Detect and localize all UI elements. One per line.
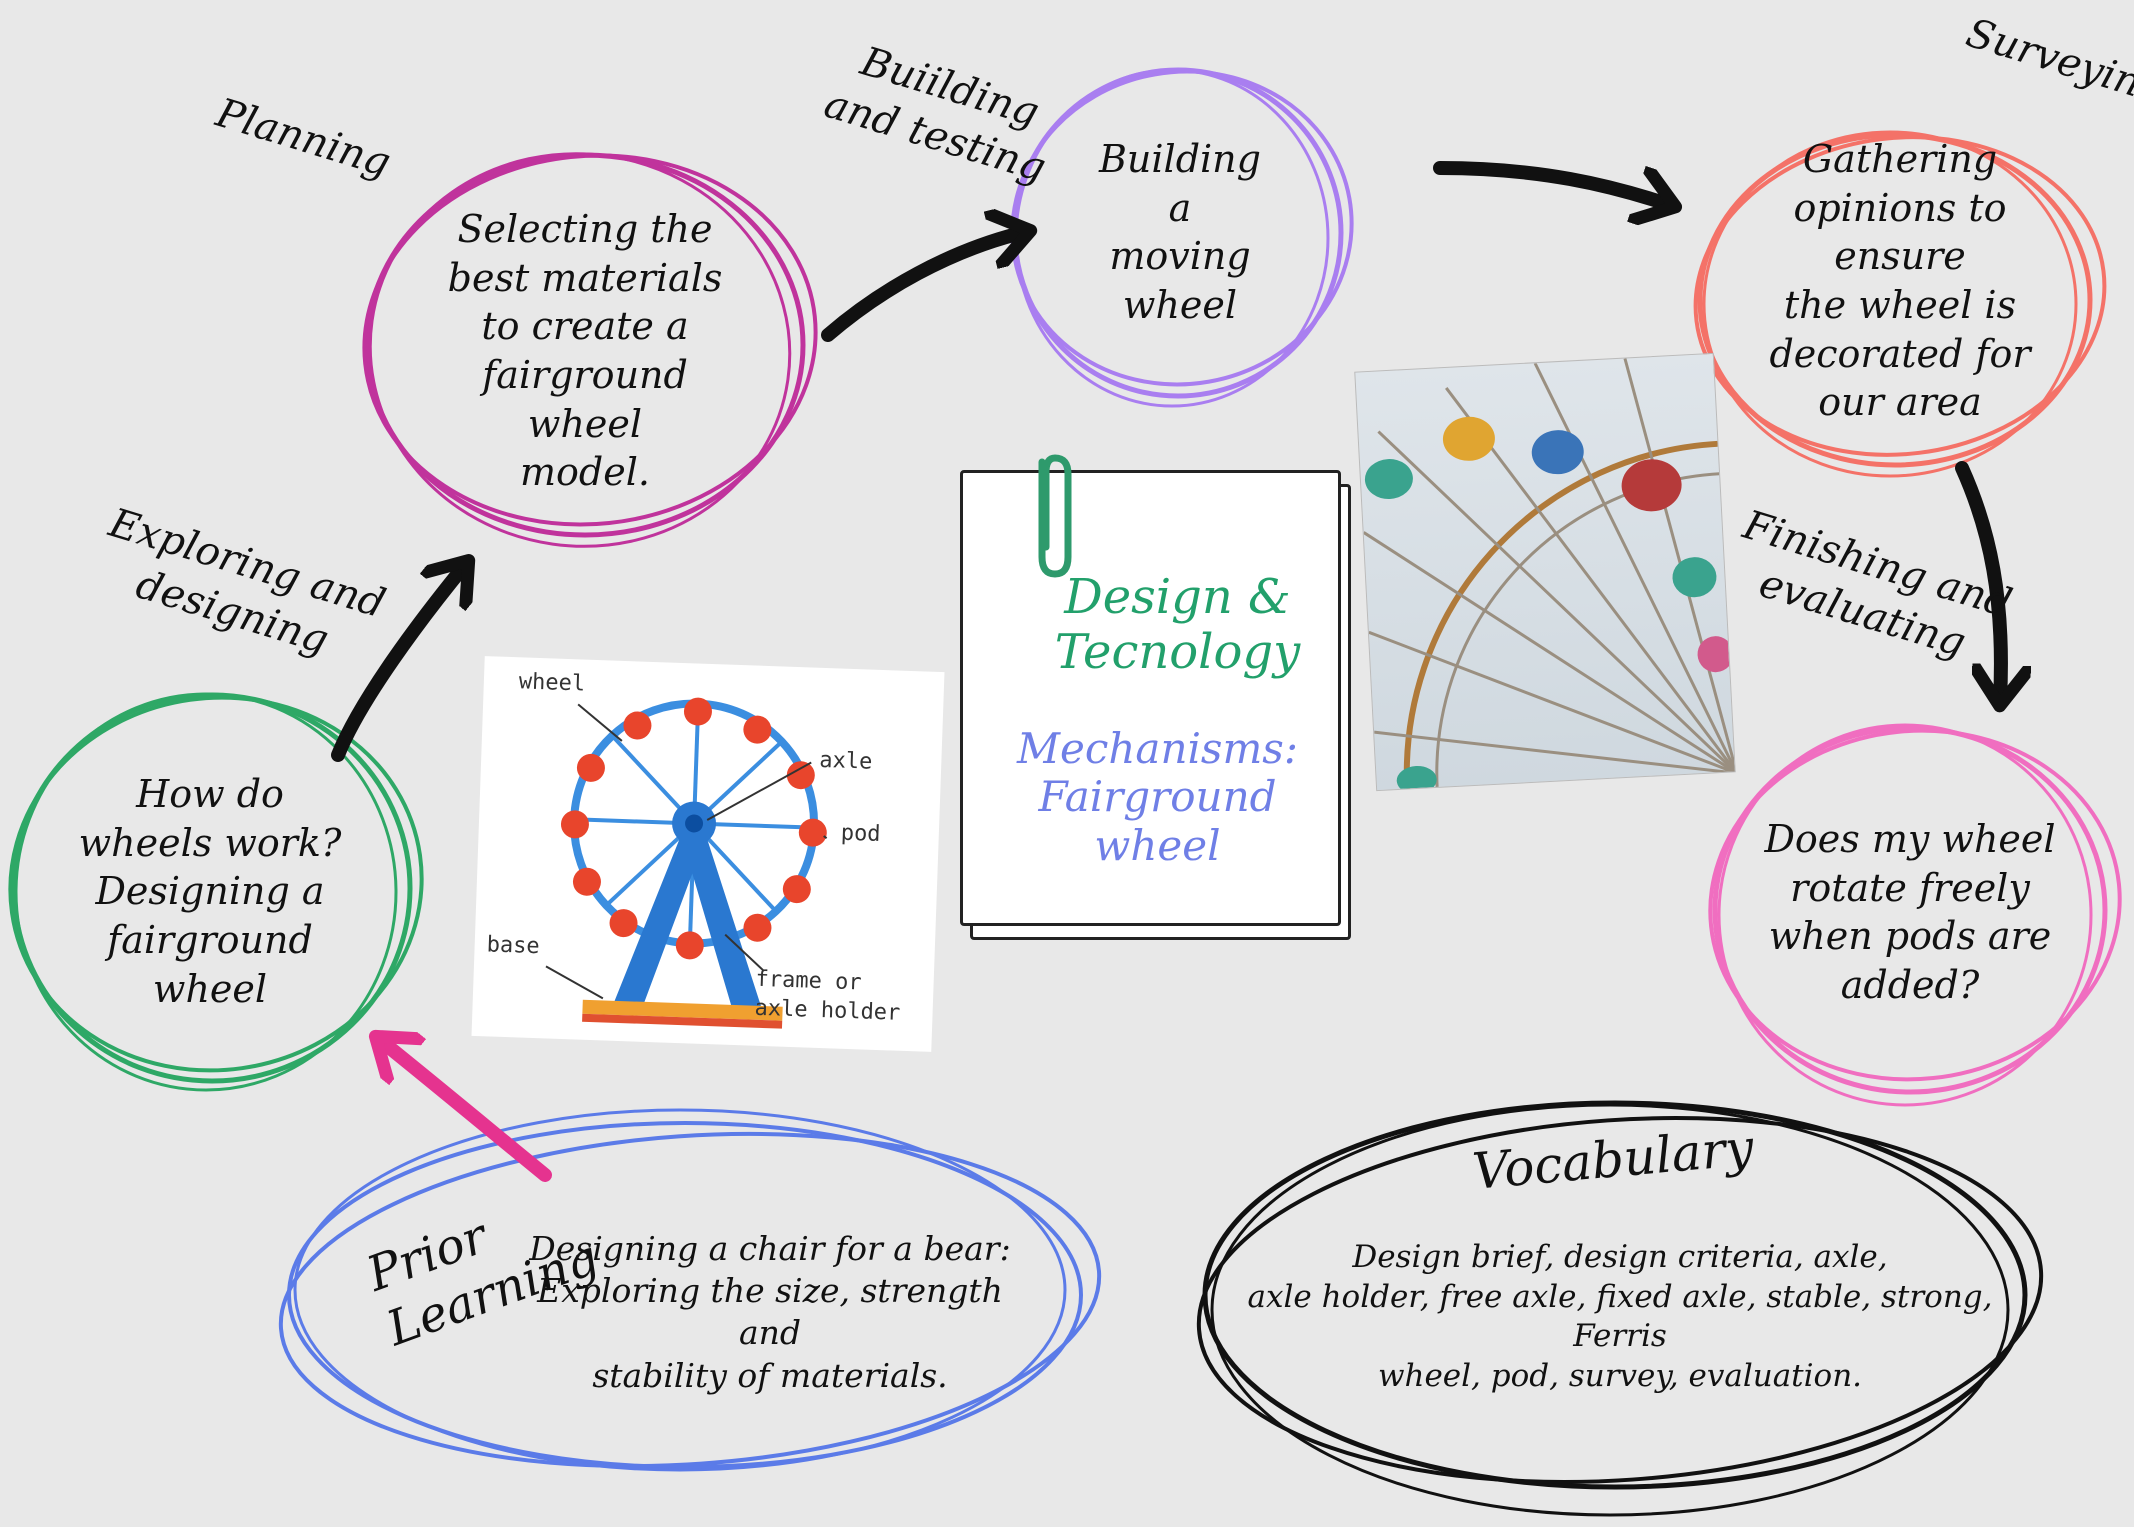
vocabulary-text: Design brief, design criteria, axle, axl… — [1247, 1239, 1993, 1395]
arrow-prior-to-exploring — [380, 1040, 552, 1182]
arrow-surveying-to-finishing — [1955, 461, 2001, 700]
arrow-building-to-surveying — [1433, 161, 1670, 205]
surveying-circle — [1693, 130, 2107, 478]
node-building-wheel: Building a moving wheel — [1099, 137, 1261, 327]
note-title: Design & Tecnology — [1054, 569, 1301, 681]
arrow-planning-to-building — [821, 232, 1025, 342]
prior-learning-oval — [278, 1108, 1102, 1472]
diagram-label-wheel: wheel — [518, 669, 586, 697]
note-subtitle: Mechanisms: Fairground wheel — [1016, 724, 1299, 870]
diagram-label-pod: pod — [840, 820, 881, 848]
finishing-circle — [1708, 723, 2122, 1107]
prior-learning-text: Designing a chair for a bear: Exploring … — [529, 1229, 1011, 1395]
exploring-circle — [8, 692, 424, 1092]
planning-circle — [362, 152, 818, 548]
node-selecting-materials: Selecting the best materials to create a… — [447, 207, 723, 495]
paperclip-icon — [1038, 454, 1072, 578]
vocabulary-oval — [1196, 1100, 2044, 1517]
center-note: Design & Tecnology Mechanisms: Fairgroun… — [960, 454, 1355, 940]
node-how-wheels-work: How do wheels work? Designing a fairgrou… — [78, 772, 342, 1011]
ferris-wheel-photo — [1354, 352, 1736, 792]
node-gathering-opinions: Gathering opinions to ensure the wheel i… — [1769, 137, 2031, 425]
note-front-sheet — [960, 470, 1341, 926]
arrow-exploring-to-planning — [331, 565, 465, 762]
node-rotate-freely: Does my wheel rotate freely when pods ar… — [1764, 817, 2056, 1007]
diagram-label-axle: axle — [818, 747, 873, 775]
ferris-wheel-diagram: wheel axle pod base frame or axle holder — [471, 656, 945, 1052]
diagram-label-frame: frame or axle holder — [754, 966, 901, 1026]
diagram-label-base: base — [486, 932, 541, 960]
